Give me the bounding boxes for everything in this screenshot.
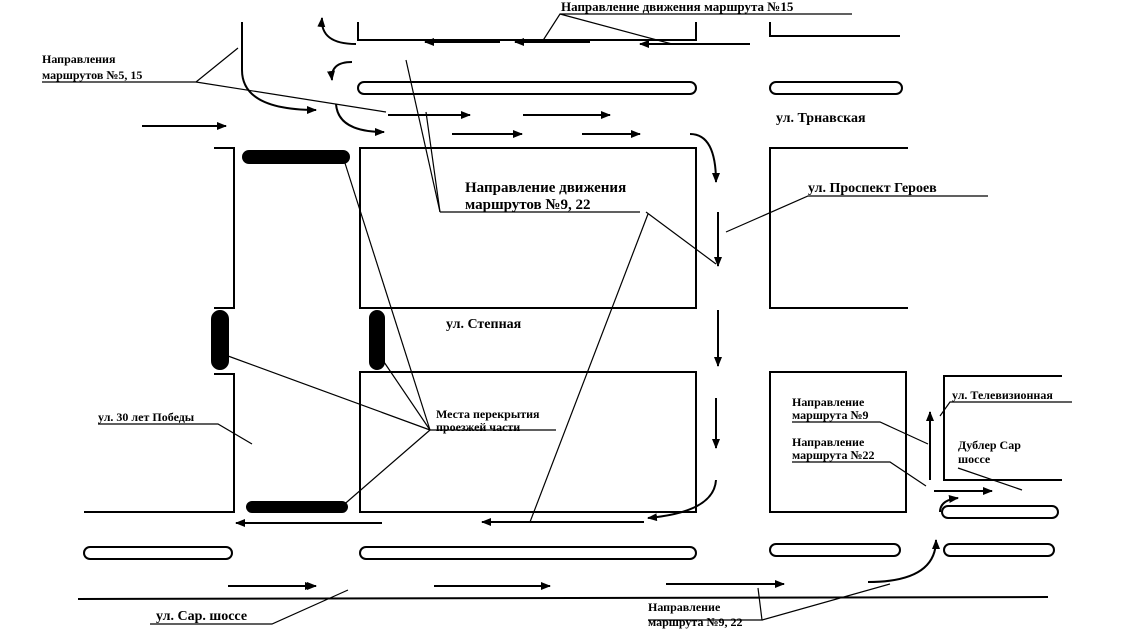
leader-30-let: [98, 423, 253, 445]
island-sar-3: [769, 543, 901, 557]
leader-closure-c: [383, 361, 431, 431]
island-sar-2: [359, 546, 697, 560]
leader-route9: [792, 421, 929, 445]
label-routes-5-15-line2: маршрутов №5, 15: [42, 68, 142, 82]
island-sar-1: [83, 546, 233, 560]
label-route15: Направление движения маршрута №15: [561, 0, 794, 14]
island-trnavskaya-center: [357, 81, 697, 95]
island-dubler: [941, 505, 1059, 519]
arrow-r15-turn-down: [327, 61, 353, 81]
island-sar-4: [943, 543, 1055, 557]
leader-bottom-routes-b: [761, 583, 891, 621]
label-routes-5-15-line1: Направления: [42, 52, 116, 66]
leader-lines: [42, 13, 1072, 625]
block-center-top: [359, 147, 697, 309]
label-street-sar-shosse: ул. Сар. шоссе: [156, 609, 247, 624]
closures: [211, 150, 385, 513]
block-right-middle: [769, 371, 907, 513]
leader-route22: [792, 461, 927, 487]
closure-bottom-left: [246, 501, 348, 513]
block-outlines: [77, 22, 1062, 600]
route-arrows: [142, 17, 993, 590]
leader-closure-d: [339, 429, 431, 509]
block-center-bottom: [359, 371, 697, 513]
block-televizionnaya: [943, 375, 1062, 481]
label-street-trnavskaya: ул. Трнавская: [776, 111, 866, 126]
arrow-turn-west: [647, 479, 717, 522]
arrow-sar-east-up: [867, 539, 940, 583]
block-top-center: [357, 22, 697, 41]
closure-left-vertical: [211, 310, 229, 370]
label-closures-line2: проезжей части: [436, 420, 520, 434]
arrow-r15-turn-up: [317, 17, 357, 45]
label-street-stepnaya: ул. Степная: [446, 317, 522, 332]
islands: [83, 81, 1059, 560]
leader-r9-22-up2: [425, 111, 441, 213]
closure-center-vertical: [369, 310, 385, 370]
label-closures-line1: Места перекрытия: [436, 407, 540, 421]
block-left-top: [214, 147, 235, 309]
closure-top-left: [242, 150, 350, 164]
arrow-trnavskaya-curve: [335, 103, 385, 136]
label-route9-line1: Направление: [792, 395, 865, 409]
leader-r9-22-west: [529, 213, 649, 523]
label-bottom-routes-line1: Направление: [648, 600, 721, 614]
leader-prospekt: [725, 195, 988, 233]
arrow-r5-15-curve: [241, 22, 317, 114]
leader-closure-a: [343, 159, 431, 431]
label-street-prospekt-geroev: ул. Проспект Героев: [808, 181, 937, 196]
label-route22-line2: маршрута №22: [792, 448, 875, 462]
block-right-top: [769, 147, 908, 309]
label-dubler-line1: Дублер Сар: [958, 438, 1021, 452]
label-street-televizionnaya: ул. Телевизионная: [952, 388, 1053, 402]
label-routes-9-22-line2: маршрутов №9, 22: [465, 197, 591, 213]
label-route9-line2: маршрута №9: [792, 408, 869, 422]
label-street-30-let-pobedy: ул. 30 лет Победы: [98, 410, 195, 424]
label-route22-line1: Направление: [792, 435, 865, 449]
block-left-bottom: [84, 373, 235, 513]
leader-sar-shosse: [150, 589, 349, 625]
arrow-route22-curve: [939, 495, 959, 513]
leader-closure-b: [227, 355, 431, 431]
label-dubler-line2: шоссе: [958, 452, 991, 466]
label-routes-9-22-line1: Направление движения: [465, 180, 626, 196]
arrow-turn-south: [689, 133, 720, 183]
leader-r9-22-up1: [405, 59, 441, 213]
block-top-right: [769, 22, 900, 37]
road-edge-sar-shosse: [77, 596, 1049, 600]
label-bottom-routes-line2: маршрута №9, 22: [648, 615, 743, 629]
labels: Направление движения маршрута №15 Направ…: [42, 0, 1053, 629]
island-trnavskaya-right: [769, 81, 903, 95]
leader-r5-15-b: [195, 81, 387, 113]
leader-route15-b: [559, 13, 673, 45]
leader-dubler: [957, 467, 1023, 491]
leader-televizionnaya: [939, 401, 1072, 417]
leader-r9-22-south: [645, 211, 717, 265]
